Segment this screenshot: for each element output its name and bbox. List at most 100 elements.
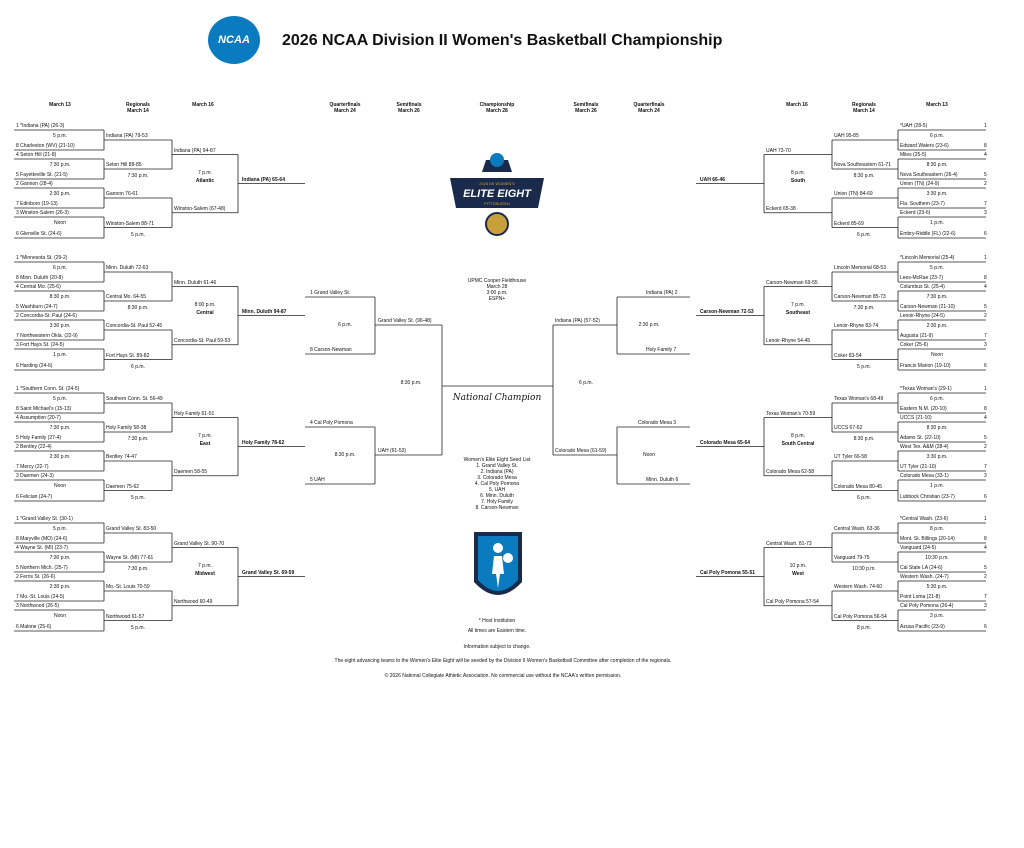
round-header-left-2: March 16 xyxy=(192,102,214,108)
r3-winner: Indiana (PA) 94-87 xyxy=(174,147,216,154)
game-time: Noon xyxy=(54,220,66,226)
round-header-line: March 26 xyxy=(575,108,597,114)
sf-team: Grand Valley St. (96-48) xyxy=(378,318,432,324)
game-time: 5 p.m. xyxy=(930,265,944,271)
team-name: 4 Wayne St. (MI) (23-7) xyxy=(16,545,69,551)
game-time: 3:30 p.m. xyxy=(49,323,71,329)
game-time: 6 p.m. xyxy=(930,396,944,402)
team-name: 5 Fayetteville St. (21-5) xyxy=(16,172,68,178)
game-time: 7:30 p.m. xyxy=(49,555,71,561)
team-name: 8 Charleston (WV) (21-10) xyxy=(16,143,75,149)
r2-winner: Coker 83-54 xyxy=(834,352,862,359)
team-name: Lubbock Christian (23-7) xyxy=(900,494,955,500)
r2-winner: Fort Hays St. 89-82 xyxy=(106,352,150,359)
team-name: Lenoir-Rhyne (24-5) xyxy=(900,313,945,319)
host-note: * Host Institution xyxy=(478,618,516,624)
round-header-line: March 24 xyxy=(638,108,660,114)
game-time: 1 p.m. xyxy=(930,483,944,489)
seed-number: 5 xyxy=(984,435,987,441)
national-champion-label: National Champion xyxy=(452,393,542,403)
team-name: 7 Mo.-St. Louis (24-5) xyxy=(16,594,65,600)
elite-logo-city: PITTSBURGH xyxy=(484,201,510,206)
region-name: South Central xyxy=(781,440,815,447)
r3-winner: Carson-Newman 69-55 xyxy=(766,279,818,286)
sf-team: Indiana (PA) (57-52) xyxy=(555,318,600,324)
region-time: 10 p.m. xyxy=(789,562,807,569)
r2-time: 7:30 p.m. xyxy=(853,305,875,311)
r2-winner: Bentley 74-47 xyxy=(106,454,137,460)
r3-winner: Eckerd 65-38 xyxy=(766,205,796,212)
info-note: Information subject to change. xyxy=(463,644,531,650)
r2-time: 10:30 p.m. xyxy=(852,566,876,572)
team-name: 6 Glenville St. (24-6) xyxy=(16,231,62,237)
team-name: Edward Waters (23-6) xyxy=(900,143,949,149)
round-header-line: March 14 xyxy=(127,108,149,114)
elite-logo-subtitle: 2026 DII WOMEN'S xyxy=(479,181,515,186)
region-winner: Holy Family 78-62 xyxy=(242,439,285,446)
team-name: Carson-Newman (21-10) xyxy=(900,304,956,310)
team-name: 5 Washburn (24-7) xyxy=(16,304,58,310)
team-name: Union (TN) (24-9) xyxy=(900,181,940,187)
team-name: *Texas Woman's (29-1) xyxy=(900,386,952,392)
game-time: Noon xyxy=(931,352,943,358)
team-name: Cal State LA (24-6) xyxy=(900,565,943,571)
team-name: Colorado Mesa (33-1) xyxy=(900,473,949,479)
qf-team: 8 Carson-Newman xyxy=(310,347,352,353)
r3-winner: Cal Poly Pomona 57-54 xyxy=(766,598,819,605)
region-winner: Grand Valley St. 69-59 xyxy=(242,569,295,576)
game-time: 2:30 p.m. xyxy=(926,323,948,329)
venue-line: 3:00 p.m. xyxy=(486,290,508,296)
r2-time: 7:30 p.m. xyxy=(127,436,149,442)
game-time: 3 p.m. xyxy=(930,613,944,619)
team-name: Lees-McRae (23-7) xyxy=(900,275,944,281)
r2-time: 5 p.m. xyxy=(131,494,145,501)
team-name: 2 Ferris St. (26-6) xyxy=(16,574,56,580)
game-time: 2:30 p.m. xyxy=(49,191,71,197)
team-name: 6 Malone (25-6) xyxy=(16,624,52,630)
region-time: 8 p.m. xyxy=(791,169,805,176)
r2-winner: Winston-Salem 88-71 xyxy=(106,220,155,227)
team-name: 8 Maryville (MO) (24-6) xyxy=(16,536,68,542)
seed-number: 2 xyxy=(984,181,987,187)
seed-number: 4 xyxy=(984,284,987,290)
game-time: Noon xyxy=(54,483,66,489)
venue-line: ESPN+ xyxy=(488,296,506,302)
basketball-logo xyxy=(470,528,526,608)
seed-number: 8 xyxy=(984,536,987,542)
team-name: Azusa Pacific (23-9) xyxy=(900,624,945,630)
qf-team: Indiana (PA) 2 xyxy=(646,290,678,296)
game-time: 8:30 p.m. xyxy=(926,425,948,431)
sf-team: UAH (61-53) xyxy=(378,448,407,454)
r2-winner: Concordia-St. Paul 52-45 xyxy=(106,323,163,329)
seed-list-title: Women's Elite Eight Seed List xyxy=(463,457,531,463)
r2-winner: UCCS 67-62 xyxy=(834,425,863,431)
r3-winner: Minn. Duluth 61-46 xyxy=(174,279,217,286)
qf-team: 5 UAH xyxy=(310,477,325,483)
region-name: West xyxy=(792,570,804,577)
round-header-line: Quarterfinals xyxy=(633,102,665,108)
round-header-line: Semifinals xyxy=(396,102,422,108)
game-time: 6 p.m. xyxy=(53,265,67,271)
r2-winner: Nova Southeastern 61-71 xyxy=(834,162,891,168)
region-winner: UAH 66-46 xyxy=(700,176,726,183)
team-name: 1 *Minnesota St. (29-2) xyxy=(16,255,68,261)
r2-winner: Gannon 76-61 xyxy=(106,191,138,197)
r2-winner: Central Wash. 63-36 xyxy=(834,526,880,532)
r3-winner: Lenoir-Rhyne 54-45 xyxy=(766,337,811,344)
region-time: 7 p.m. xyxy=(198,169,212,176)
team-name: 4 Assumption (20-7) xyxy=(16,415,61,421)
r2-winner: Cal Poly Pomona 56-54 xyxy=(834,613,887,620)
r2-winner: Holy Family 58-38 xyxy=(106,425,147,431)
team-name: 6 Harding (24-6) xyxy=(16,363,53,369)
r2-winner: Lincoln Memorial 68-53 xyxy=(834,265,886,271)
region-time: 7 p.m. xyxy=(791,301,805,308)
region-time: 8 p.m. xyxy=(791,432,805,439)
region-name: Atlantic xyxy=(195,177,215,184)
r2-time: 6 p.m. xyxy=(857,494,871,501)
region-name: Central xyxy=(196,309,214,316)
seed-number: 4 xyxy=(984,545,987,551)
r2-winner: Carson-Newman 85-73 xyxy=(834,294,886,300)
round-header-line: Quarterfinals xyxy=(329,102,361,108)
